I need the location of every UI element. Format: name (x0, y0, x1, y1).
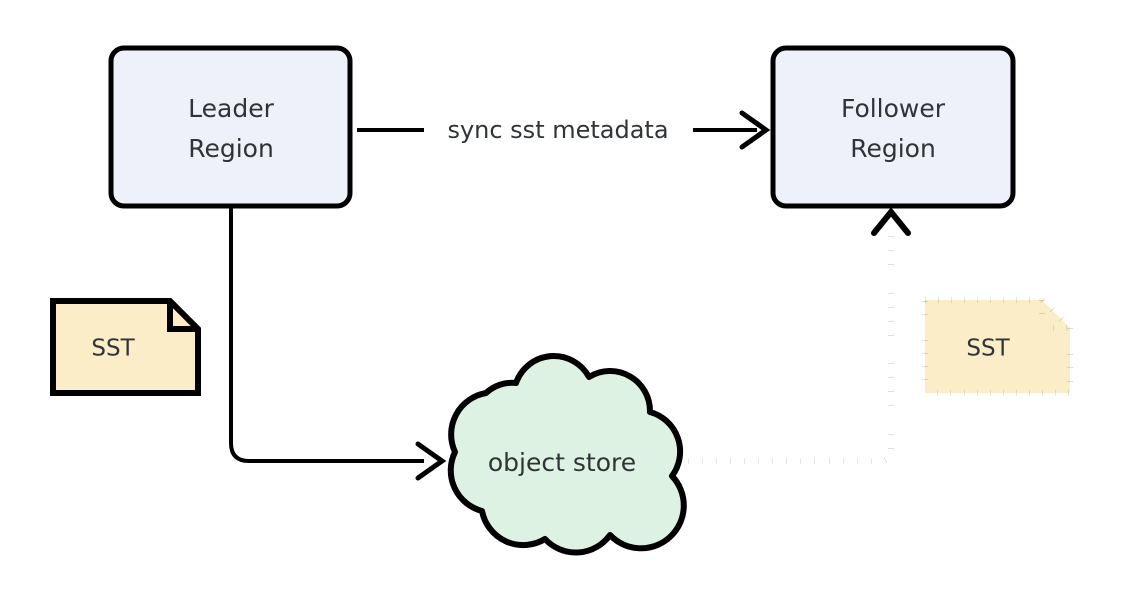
object-store-label: object store (488, 448, 636, 477)
sync-edge-label: sync sst metadata (447, 116, 668, 144)
object-store-cloud-shape (447, 353, 687, 556)
node-sst-note-leader[interactable]: SST (50, 298, 201, 396)
node-follower-region[interactable]: Follower Region (770, 45, 1016, 209)
edge-sync-sst-metadata[interactable]: sync sst metadata (357, 110, 771, 150)
follower-region-label-line1: Follower (841, 94, 946, 123)
sync-edge-arrowhead (739, 110, 771, 150)
node-object-store-cloud[interactable]: object store (447, 353, 687, 556)
node-sst-note-follower[interactable]: SST (922, 297, 1073, 396)
fetch-edge-arrowhead (871, 207, 911, 236)
sst-note-follower-label: SST (966, 336, 1010, 362)
node-leader-region[interactable]: Leader Region (108, 45, 353, 209)
sst-note-follower-body (922, 297, 1073, 396)
sst-note-leader-body (50, 298, 201, 396)
sst-note-leader-fold (167, 301, 198, 332)
upload-edge-arrowhead (415, 441, 447, 481)
sst-note-leader-label: SST (91, 336, 135, 362)
fetch-edge-line (688, 232, 894, 464)
edge-leader-to-object-store[interactable] (229, 207, 447, 481)
follower-region-label-line2: Region (850, 134, 936, 163)
leader-region-box (108, 45, 353, 209)
upload-edge-line (229, 207, 424, 463)
leader-region-label-line1: Leader (188, 94, 274, 123)
edge-object-store-to-follower[interactable] (688, 207, 911, 464)
leader-region-label-line2: Region (188, 134, 274, 163)
follower-region-box (770, 45, 1016, 209)
